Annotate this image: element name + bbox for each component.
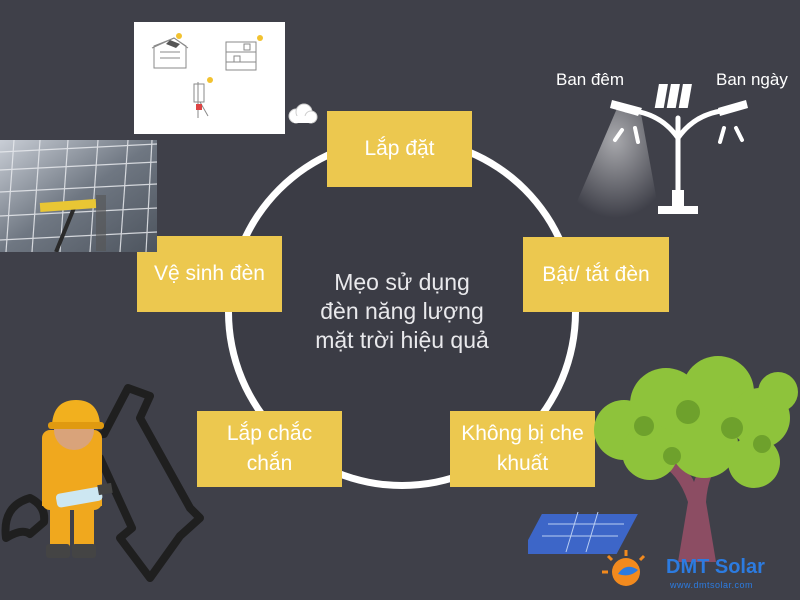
solar-panel-photo [0, 140, 157, 252]
panel-cleaning-photo [0, 140, 157, 252]
node-install: Lắp đặt [327, 111, 472, 187]
dmt-solar-logo-icon [602, 550, 646, 586]
brand-url: www.dmtsolar.com [670, 580, 754, 590]
node-install-label: Lắp đặt [364, 137, 435, 160]
cloud-icon [288, 103, 318, 124]
tree-solar-panel-icon [528, 356, 798, 562]
worker-wrench-icon [1, 384, 204, 582]
night-label: Ban đêm [556, 70, 625, 89]
street-light-icon [570, 84, 748, 218]
brand-name: DMT Solar [666, 556, 765, 578]
node-secure-label: Lắp chắc [226, 422, 313, 445]
node-toggle-label: Bật/ tắt đèn [542, 262, 650, 286]
node-clean-light: Vệ sinh đèn [137, 236, 282, 312]
center-title-line: Mẹo sử dụng [334, 269, 470, 295]
center-title-line: mặt trời hiệu quả [315, 327, 489, 353]
node-unshaded-label: khuất [496, 452, 549, 475]
node-toggle-light: Bật/ tắt đèn [523, 237, 669, 312]
node-unshaded: Không bị che khuất [450, 411, 595, 487]
house-sketch-icon [151, 33, 263, 118]
node-secure-mount: Lắp chắc chắn [197, 411, 342, 487]
node-clean-label: Vệ sinh đèn [154, 262, 265, 285]
install-sketch-image [134, 22, 285, 134]
center-title: Mẹo sử dụng đèn năng lượng mặt trời hiệu… [282, 268, 522, 355]
center-title-line: đèn năng lượng [320, 298, 484, 324]
day-label: Ban ngày [716, 70, 788, 89]
node-secure-label: chắn [246, 452, 293, 475]
node-unshaded-label: Không bị che [461, 422, 584, 445]
